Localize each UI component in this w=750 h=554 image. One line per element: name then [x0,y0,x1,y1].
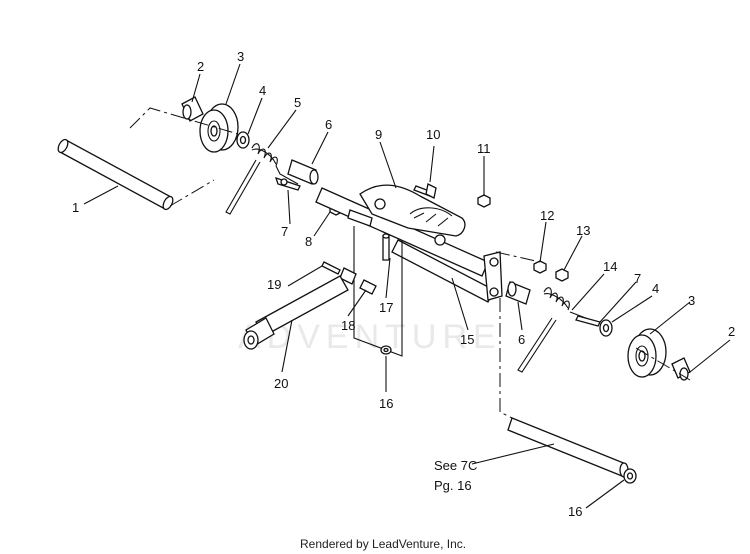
callout-18: 18 [341,318,355,333]
part-18-spacer [339,267,377,295]
callout-6-left: 6 [325,117,332,132]
part-10-bolt [413,183,437,199]
callout-1: 1 [72,200,79,215]
callout-6-right: 6 [518,332,525,347]
part-6-left-bushing [287,159,319,185]
callout-12: 12 [540,208,554,223]
part-20-gas-strut [243,275,349,350]
callout-9: 9 [375,127,382,142]
part-11-nut [477,194,491,208]
callout-2-left: 2 [197,59,204,74]
cross-reference-note: See 7C Pg. 16 [434,458,477,493]
footer-credit: Rendered by LeadVenture, Inc. [300,537,466,551]
callout-19: 19 [267,277,281,292]
leader-lines [83,63,731,509]
part-7-right-clip [575,315,601,327]
part-14-torsion-spring [517,287,597,373]
callout-15: 15 [460,332,474,347]
part-9-pivot-bracket [315,184,489,277]
mounting-plate [353,226,403,357]
callout-3-left: 3 [237,49,244,64]
part-2-right-cap [671,357,691,381]
part-6-right-bushing [505,281,531,305]
callout-labels: 1 2 3 4 5 6 7 8 9 10 11 12 13 14 7 4 3 2… [72,49,735,519]
callout-7-left: 7 [281,224,288,239]
callout-11: 11 [477,141,491,156]
callout-5: 5 [294,95,301,110]
callout-4-left: 4 [259,83,266,98]
part-7-left-clip [274,176,301,191]
part-13-nut [555,268,569,282]
part-16-upper-washer [380,345,392,355]
lower-rod [507,417,629,478]
callout-16-lower: 16 [568,504,582,519]
part-4-left-washer [236,131,250,149]
callout-13: 13 [576,223,590,238]
part-3-right-wheel [627,328,667,378]
note-line-2: Pg. 16 [434,478,472,493]
callout-17: 17 [379,300,393,315]
part-15-cross-shaft [391,239,503,303]
part-17-pin [382,233,390,261]
note-line-1: See 7C [434,458,477,473]
callout-16-upper: 16 [379,396,393,411]
part-16-lower-washer [623,468,637,484]
callout-20: 20 [274,376,288,391]
center-lines [129,107,691,419]
part-19-pin [321,261,341,275]
part-5-torsion-spring [225,143,299,215]
callout-3-right: 3 [688,293,695,308]
callout-2-right: 2 [728,324,735,339]
part-12-nut [533,260,547,274]
part-2-left-cap [181,96,204,122]
callout-4-right: 4 [652,281,659,296]
callout-14: 14 [603,259,617,274]
callout-8: 8 [305,234,312,249]
callout-7-right: 7 [634,271,641,286]
callout-10: 10 [426,127,440,142]
part-4-right-washer [599,319,613,337]
